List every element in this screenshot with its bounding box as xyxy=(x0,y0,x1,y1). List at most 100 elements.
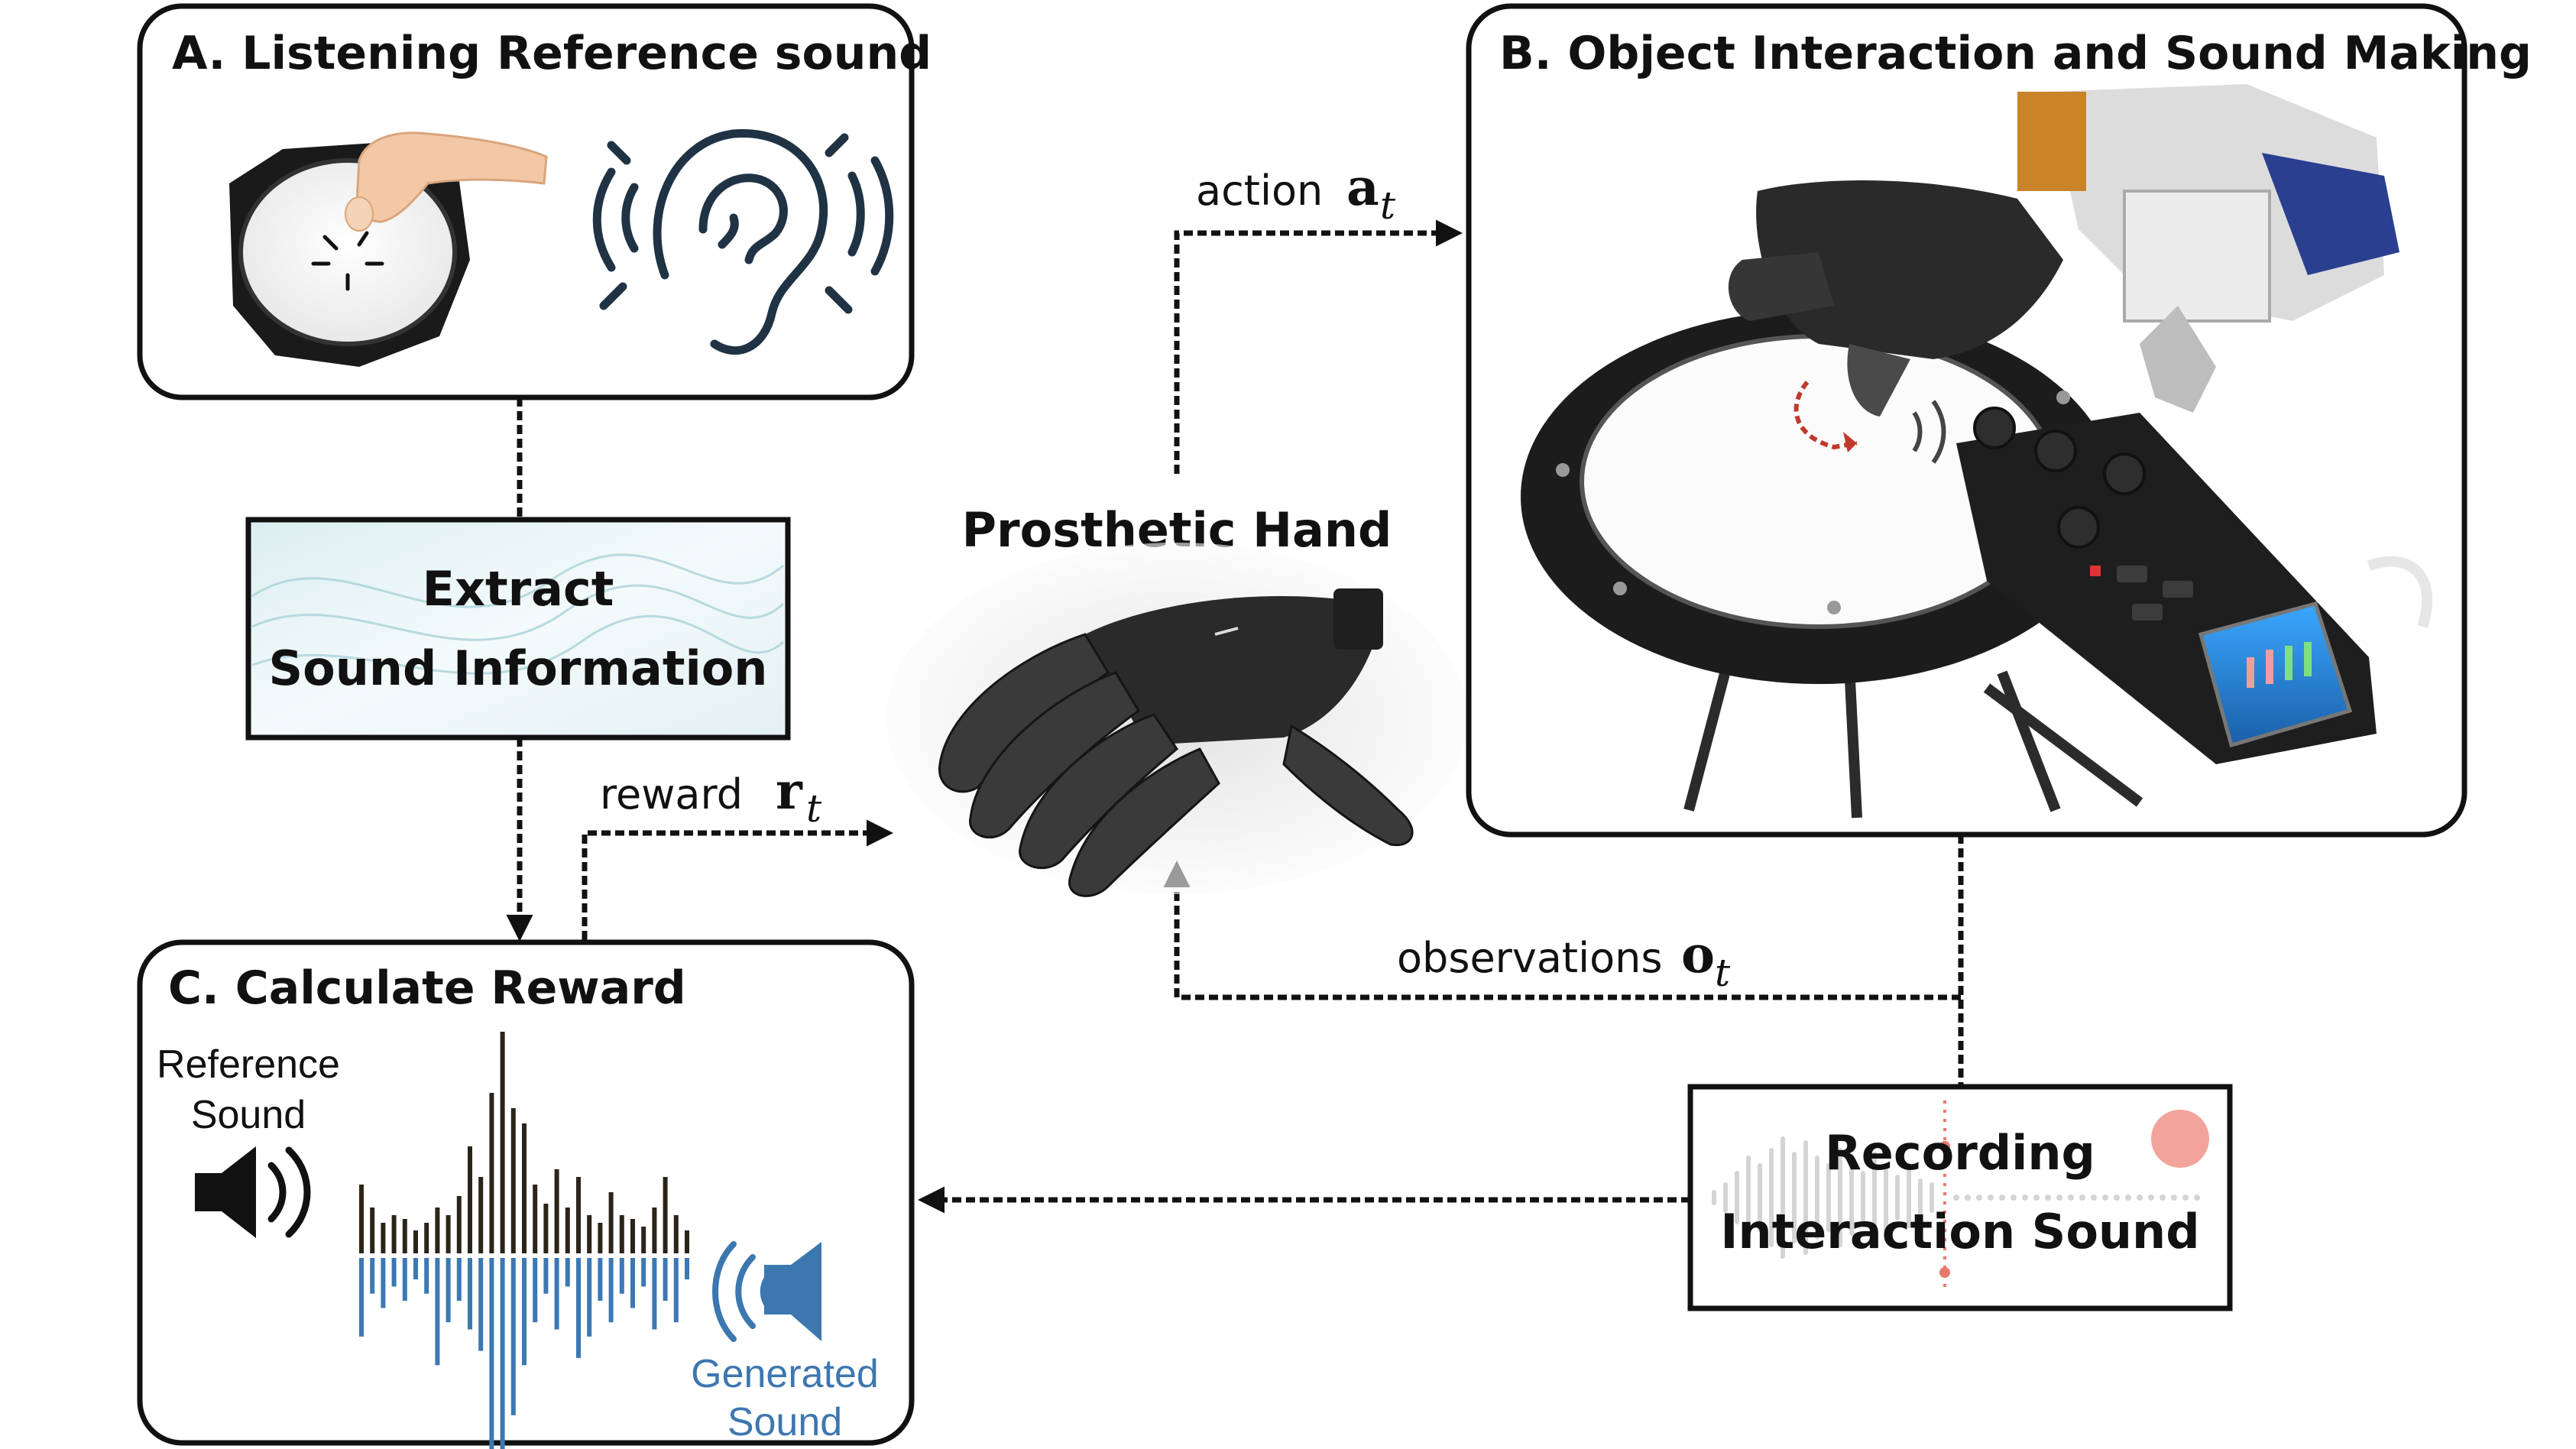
recording-wave-dot xyxy=(2068,1195,2074,1201)
panel-b-title: B. Object Interaction and Sound Making xyxy=(1499,27,2532,80)
recording-wave-dot xyxy=(1988,1195,1994,1201)
generated-bar xyxy=(565,1258,570,1287)
recording-wave-bar xyxy=(1838,1148,1842,1247)
reference-bar xyxy=(468,1146,472,1253)
reference-bar xyxy=(522,1123,527,1253)
reference-bar xyxy=(370,1208,375,1253)
recording-line1: Recording xyxy=(1825,1125,2095,1181)
recording-wave-dot xyxy=(2160,1195,2166,1201)
edge-reward xyxy=(582,819,893,940)
generated-bar xyxy=(359,1258,364,1337)
reward-word: reward xyxy=(600,770,743,819)
reference-bar xyxy=(402,1219,407,1253)
generated-bar xyxy=(478,1258,484,1351)
recording-wave-bar xyxy=(1918,1178,1923,1217)
recording-sound-box: Recording Interaction Sound xyxy=(1687,1084,2233,1311)
reference-waveform xyxy=(359,1032,689,1253)
recording-wave-dot xyxy=(1999,1195,2005,1201)
edge-observations xyxy=(1163,861,1961,1000)
observations-symbol: o xyxy=(1681,925,1715,984)
generated-bar xyxy=(598,1258,603,1302)
reference-bar xyxy=(641,1227,646,1253)
extract-line1: Extract xyxy=(423,561,614,617)
generated-bar xyxy=(468,1258,472,1330)
recording-wave-bar xyxy=(1758,1163,1762,1232)
speaker-icon xyxy=(195,1146,311,1238)
recording-wave-dot xyxy=(2056,1195,2062,1201)
recording-wave-bar xyxy=(1884,1163,1888,1232)
panel-c-title: C. Calculate Reward xyxy=(168,961,686,1015)
reference-sound-line2: Sound xyxy=(191,1093,306,1137)
reference-bar xyxy=(543,1204,549,1253)
observations-label: observations o t xyxy=(1397,925,1731,995)
recording-wave-dot xyxy=(2091,1195,2097,1201)
reference-bar xyxy=(413,1230,418,1253)
recording-wave-dot xyxy=(2114,1195,2120,1201)
reference-bar xyxy=(359,1185,364,1253)
reference-bar xyxy=(587,1215,592,1253)
reference-bar xyxy=(510,1108,516,1253)
generated-bar xyxy=(554,1258,559,1330)
recording-wave-bar xyxy=(1781,1136,1785,1259)
generated-bar xyxy=(673,1258,679,1323)
reference-bar xyxy=(500,1032,505,1253)
recording-wave-bar xyxy=(1712,1190,1716,1205)
generated-bar xyxy=(587,1258,592,1337)
reference-bar xyxy=(619,1215,624,1253)
reference-bar xyxy=(489,1093,494,1253)
recording-wave-dot xyxy=(2011,1195,2017,1201)
action-word: action xyxy=(1196,167,1323,215)
reward-symbol: r xyxy=(776,761,803,821)
recording-wave-dot xyxy=(2125,1195,2131,1201)
recording-wave-bar xyxy=(1769,1148,1774,1247)
panel-a: A. Listening Reference sound xyxy=(137,3,932,400)
reference-bar xyxy=(652,1208,657,1253)
generated-bar xyxy=(543,1258,549,1294)
panel-a-title: A. Listening Reference sound xyxy=(172,27,932,80)
prosthetic-hand-group: Prosthetic Hand xyxy=(886,502,1467,897)
reference-bar xyxy=(565,1208,570,1253)
recording-wave-dot xyxy=(2045,1195,2051,1201)
generated-bar xyxy=(522,1258,527,1366)
recording-wave-bar xyxy=(1849,1159,1854,1236)
reference-bar xyxy=(456,1196,462,1253)
recording-wave-dot xyxy=(2148,1195,2154,1201)
generated-bar xyxy=(391,1258,397,1287)
recording-wave-bar xyxy=(1792,1152,1797,1243)
generated-bar xyxy=(402,1258,407,1302)
generated-waveform xyxy=(359,1258,689,1449)
recording-wave-bar xyxy=(1907,1167,1911,1228)
recording-wave-dot xyxy=(2137,1195,2143,1201)
action-symbol: a xyxy=(1346,157,1379,217)
generated-bar xyxy=(456,1258,462,1302)
connectors xyxy=(506,219,1964,1214)
reference-bar xyxy=(478,1177,484,1253)
generated-bar xyxy=(424,1258,429,1294)
recording-wave-dot xyxy=(2022,1195,2028,1201)
reference-bar xyxy=(673,1215,679,1253)
generated-bar xyxy=(370,1258,375,1294)
action-label: action a t xyxy=(1196,157,1396,228)
reference-bar xyxy=(435,1208,440,1253)
recorder-device xyxy=(1956,407,2433,764)
recording-wave-bar xyxy=(1861,1171,1865,1224)
reward-label: reward r t xyxy=(600,761,822,831)
generated-bar xyxy=(663,1258,668,1302)
generated-bar xyxy=(381,1258,386,1308)
extract-sound-box: Extract Sound Information xyxy=(245,517,791,741)
generated-bar xyxy=(435,1258,440,1366)
edge-action xyxy=(1174,219,1463,474)
prosthetic-hand-icon xyxy=(886,543,1467,897)
recording-wave-dot xyxy=(2194,1195,2200,1201)
robot-drum-recorder-photo xyxy=(1521,84,2433,819)
recording-wave-dot xyxy=(1965,1195,1971,1201)
generated-bar xyxy=(533,1258,538,1323)
generated-bar xyxy=(608,1258,614,1323)
recording-wave-dot xyxy=(1976,1195,1982,1201)
extract-line2: Sound Information xyxy=(269,640,768,696)
recording-wave-bar xyxy=(1815,1156,1819,1240)
reference-sound-line1: Reference xyxy=(157,1042,340,1087)
recording-wave-bar xyxy=(1930,1182,1934,1213)
reference-bar xyxy=(598,1223,603,1253)
